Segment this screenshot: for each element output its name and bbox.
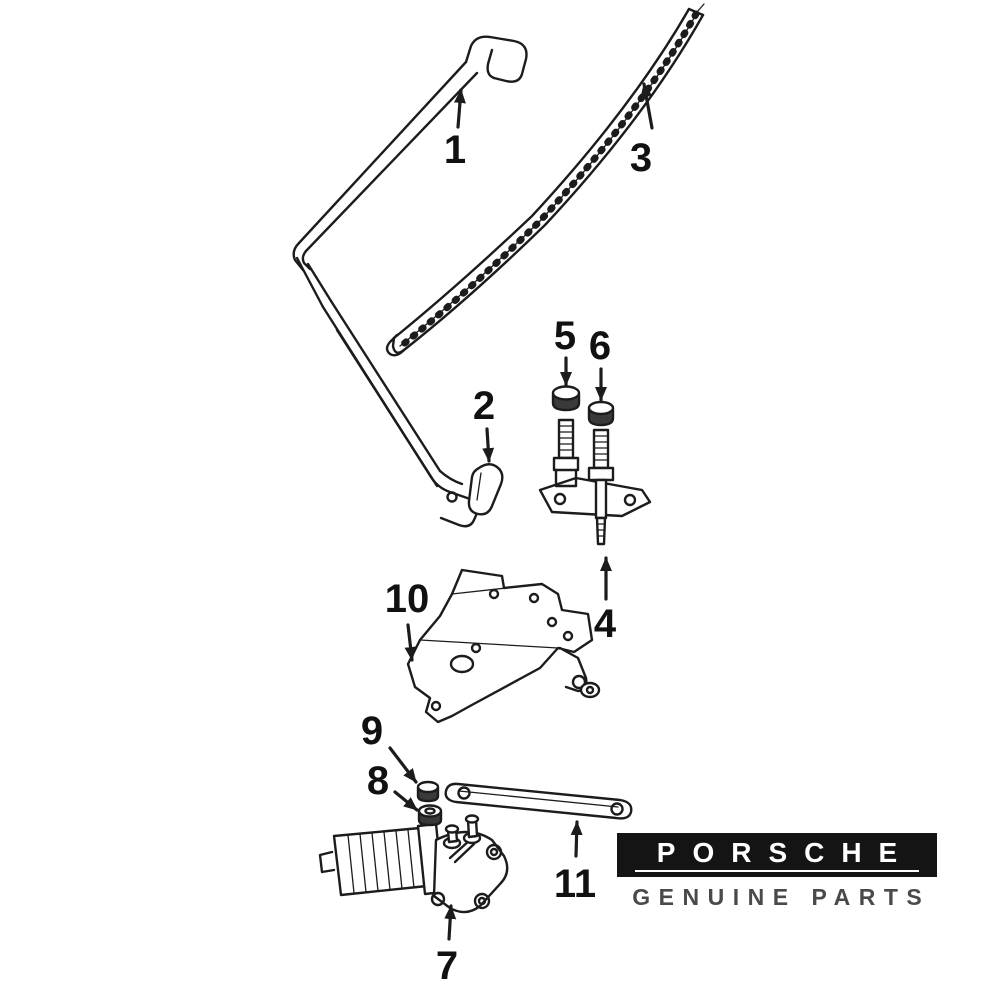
part-10-bracket-drawing <box>406 568 601 724</box>
callout-label-6: 6 <box>588 324 612 368</box>
porsche-wordmark: PORSCHE <box>656 836 915 868</box>
callout-label-7: 7 <box>435 944 459 988</box>
callout-label-9: 9 <box>360 709 384 753</box>
callout-label-2: 2 <box>472 384 496 428</box>
callout-label-10: 10 <box>384 577 430 621</box>
callout-label-5: 5 <box>553 314 577 358</box>
callout-label-4: 4 <box>593 602 617 646</box>
arrow-to-part-11 <box>570 820 583 858</box>
arrow-to-part-10 <box>404 623 417 662</box>
part-11-link-rod-drawing <box>444 782 633 820</box>
part-3-wiper-blade-drawing <box>385 3 705 357</box>
callout-arrows <box>388 82 654 941</box>
callout-label-8: 8 <box>366 759 390 803</box>
part-5-cap-drawing <box>551 385 581 412</box>
callout-label-11: 11 <box>553 862 597 906</box>
porsche-logo-box: PORSCHE <box>617 833 937 877</box>
badge-underline <box>635 869 919 872</box>
part-4-spindle-assembly-drawing <box>538 418 652 546</box>
part-9-bushing-drawing <box>416 780 440 803</box>
genuine-parts-label: GENUINE PARTS <box>632 884 931 910</box>
brand-badge: PORSCHE GENUINE PARTS <box>617 833 937 911</box>
arrow-to-part-2 <box>482 427 495 463</box>
arrow-to-part-1 <box>453 88 466 129</box>
arrow-to-part-7 <box>444 904 457 941</box>
callout-label-3: 3 <box>629 136 653 180</box>
part-7-wiper-motor-drawing <box>318 814 509 914</box>
arrow-to-part-9 <box>388 746 418 784</box>
arrow-to-part-8 <box>393 790 419 812</box>
arrow-to-part-3 <box>640 82 654 130</box>
part-2-clip-drawing <box>467 463 504 516</box>
part-6-cap-drawing <box>587 400 615 427</box>
part-8-bushing-drawing <box>417 804 443 827</box>
callout-label-1: 1 <box>443 128 467 172</box>
part-1-wiper-arm-drawing <box>292 35 528 528</box>
